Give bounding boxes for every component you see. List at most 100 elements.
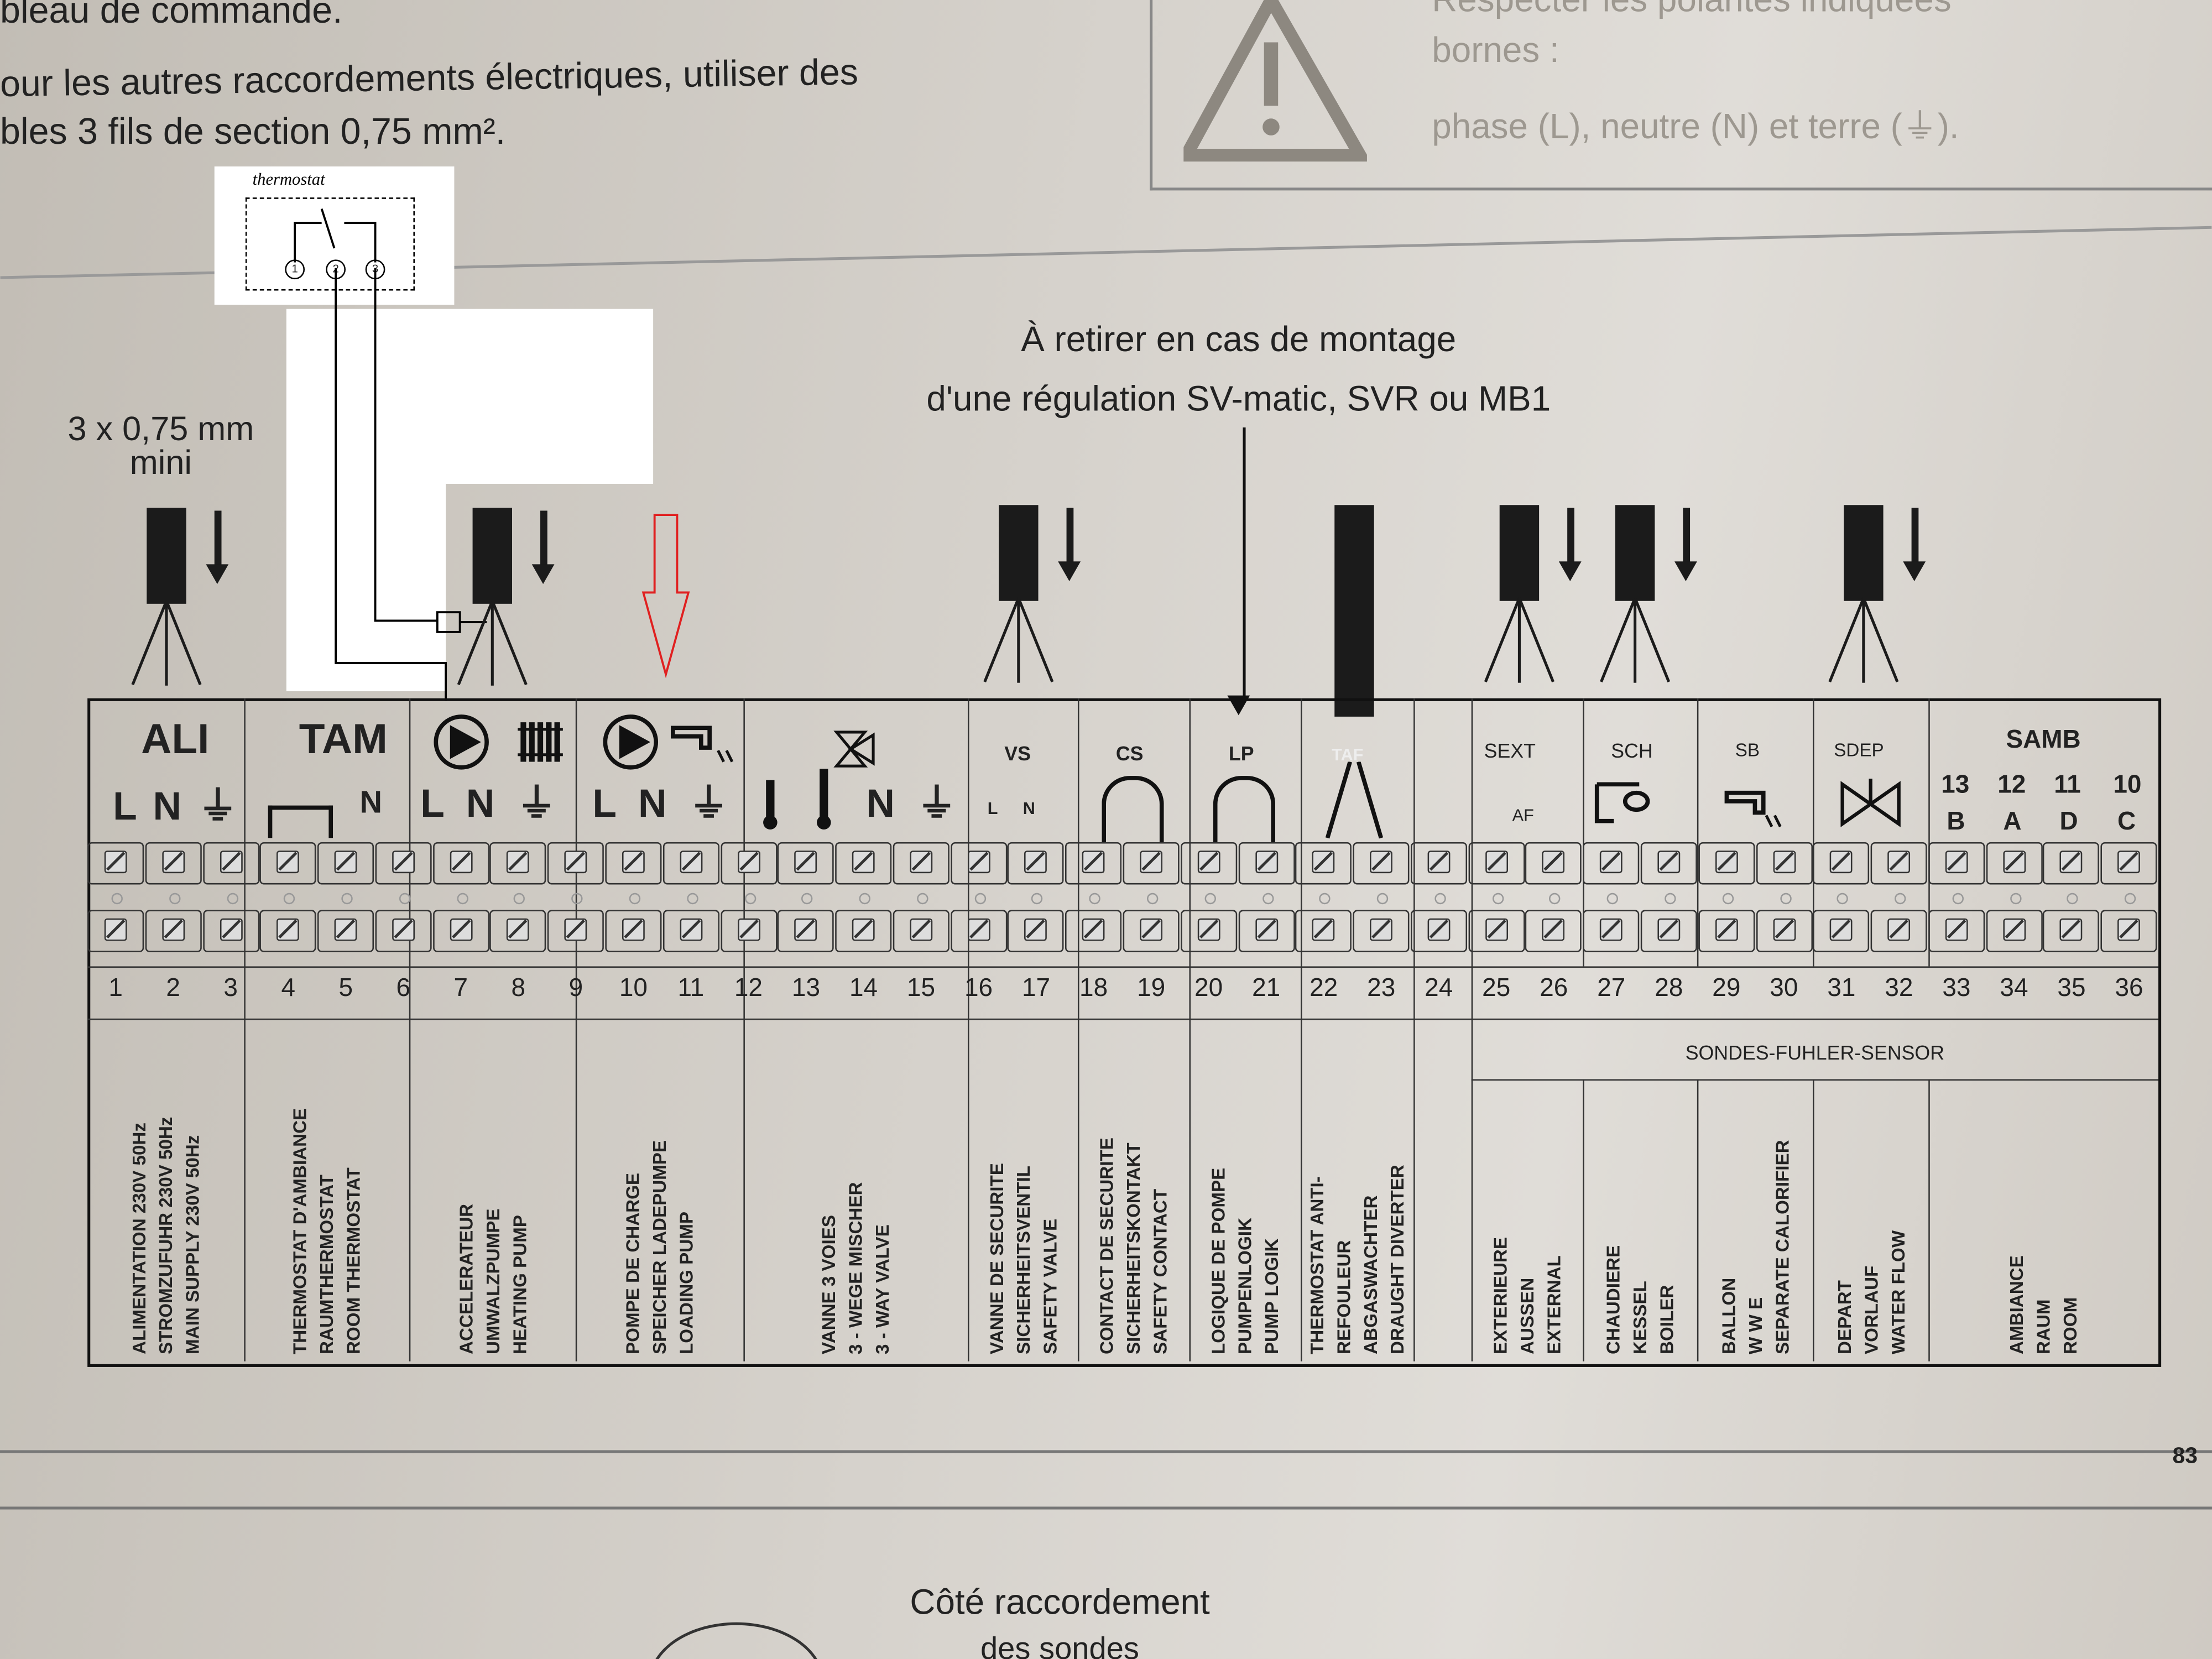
terminal-number: 21 <box>1252 973 1281 1002</box>
description-line: DEPART <box>1833 1280 1855 1354</box>
terminal-number: 14 <box>849 973 878 1002</box>
group-code-ali: ALI <box>141 716 210 764</box>
taf-cable-icon <box>1334 505 1374 717</box>
terminal-25[interactable] <box>1468 839 1525 967</box>
screw-icon <box>104 851 127 874</box>
screw-icon <box>219 918 242 941</box>
description-line: KESSEL <box>1629 1281 1651 1354</box>
terminal-number: 29 <box>1712 973 1741 1002</box>
terminal-4[interactable] <box>260 839 317 967</box>
screw-icon <box>276 851 300 874</box>
column-divider <box>1928 698 1930 967</box>
screw-icon <box>1025 918 1047 941</box>
screw-icon <box>2060 918 2083 941</box>
screw-icon <box>1082 918 1105 941</box>
description-line: CONTACT DE SECURITE <box>1096 1138 1118 1354</box>
terminal-28[interactable] <box>1640 839 1697 967</box>
terminal-17[interactable] <box>1008 839 1065 967</box>
terminal-31[interactable] <box>1813 839 1870 967</box>
column-divider <box>1413 698 1415 1361</box>
terminal-34[interactable] <box>1985 839 2042 967</box>
description-line: SAFETY VALVE <box>1039 1218 1061 1354</box>
terminal-1[interactable] <box>87 839 144 967</box>
description-line: VORLAUF <box>1860 1265 1881 1354</box>
screw-icon <box>679 851 702 874</box>
terminal-number: 20 <box>1194 973 1223 1002</box>
terminal-20[interactable] <box>1180 839 1237 967</box>
terminal-21[interactable] <box>1238 839 1295 967</box>
terminal-30[interactable] <box>1755 839 1812 967</box>
lp-bridge-icon <box>1213 776 1276 842</box>
terminal-number: 33 <box>1942 973 1971 1002</box>
screw-icon <box>2117 918 2141 941</box>
screw-icon <box>1945 918 1968 941</box>
terminal-15[interactable] <box>893 839 950 967</box>
terminal-number: 34 <box>2000 973 2028 1002</box>
column-divider <box>1583 1079 1584 1361</box>
terminal-8[interactable] <box>490 839 547 967</box>
terminal-number: 13 <box>791 973 821 1002</box>
terminal-9[interactable] <box>547 839 604 967</box>
terminal-24[interactable] <box>1410 839 1467 967</box>
terminal-number: 11 <box>677 973 705 1002</box>
terminal-33[interactable] <box>1928 839 1985 967</box>
terminal-number: 8 <box>511 973 526 1002</box>
terminal-29[interactable] <box>1698 839 1755 967</box>
column-divider <box>967 698 969 1361</box>
terminal-18[interactable] <box>1065 839 1122 967</box>
terminal-3[interactable] <box>202 839 259 967</box>
screw-icon <box>1887 851 1911 874</box>
screw-icon <box>392 851 415 874</box>
terminal-10[interactable] <box>605 839 662 967</box>
terminal-16[interactable] <box>950 839 1007 967</box>
terminal-14[interactable] <box>835 839 892 967</box>
screw-icon <box>1255 918 1278 941</box>
screw-icon <box>1427 918 1451 941</box>
intro-text-3: bles 3 fils de section 0,75 mm². <box>0 109 506 153</box>
screw-icon <box>1140 918 1163 941</box>
terminal-23[interactable] <box>1353 839 1410 967</box>
description-line: ALIMENTATION 230V 50Hz <box>128 1123 150 1354</box>
screw-icon <box>622 851 645 874</box>
terminal-35[interactable] <box>2043 839 2100 967</box>
terminal-27[interactable] <box>1583 839 1640 967</box>
screw-icon <box>276 918 300 941</box>
screw-icon <box>392 918 415 941</box>
terminal-13[interactable] <box>778 839 834 967</box>
column-divider <box>743 698 745 1361</box>
column-divider <box>409 698 411 1361</box>
screw-icon <box>564 918 587 941</box>
terminal-19[interactable] <box>1123 839 1180 967</box>
terminal-6[interactable] <box>375 839 432 967</box>
bottom-caption-2: des sondes <box>980 1630 1140 1659</box>
terminal-number: 24 <box>1425 973 1453 1002</box>
description-line: ACCELERATEUR <box>455 1203 476 1354</box>
terminal-5[interactable] <box>317 839 374 967</box>
terminal-7[interactable] <box>432 839 489 967</box>
screw-icon <box>1600 918 1623 941</box>
terminal-22[interactable] <box>1295 839 1352 967</box>
screw-icon <box>1255 851 1278 874</box>
screw-icon <box>104 918 127 941</box>
terminal-11[interactable] <box>662 839 719 967</box>
terminal-26[interactable] <box>1525 839 1582 967</box>
samb-number: 10 <box>2113 770 2142 799</box>
column-divider <box>1301 698 1302 1361</box>
screw-icon <box>507 918 530 941</box>
warning-text-3: phase (L), neutre (N) et terre (⏚). <box>1432 107 1959 147</box>
terminal-36[interactable] <box>2100 839 2158 967</box>
terminal-2[interactable] <box>145 839 202 967</box>
terminal-32[interactable] <box>1870 839 1927 967</box>
screw-icon <box>737 851 760 874</box>
thermostat-label: thermostat <box>252 169 325 189</box>
description-line: AMBIANCE <box>2006 1255 2027 1354</box>
screw-icon <box>1427 851 1451 874</box>
screw-icon <box>1830 918 1853 941</box>
screw-icon <box>449 918 472 941</box>
screw-icon <box>1370 918 1393 941</box>
description-line: W W E <box>1744 1297 1766 1354</box>
terminal-12[interactable] <box>720 839 777 967</box>
